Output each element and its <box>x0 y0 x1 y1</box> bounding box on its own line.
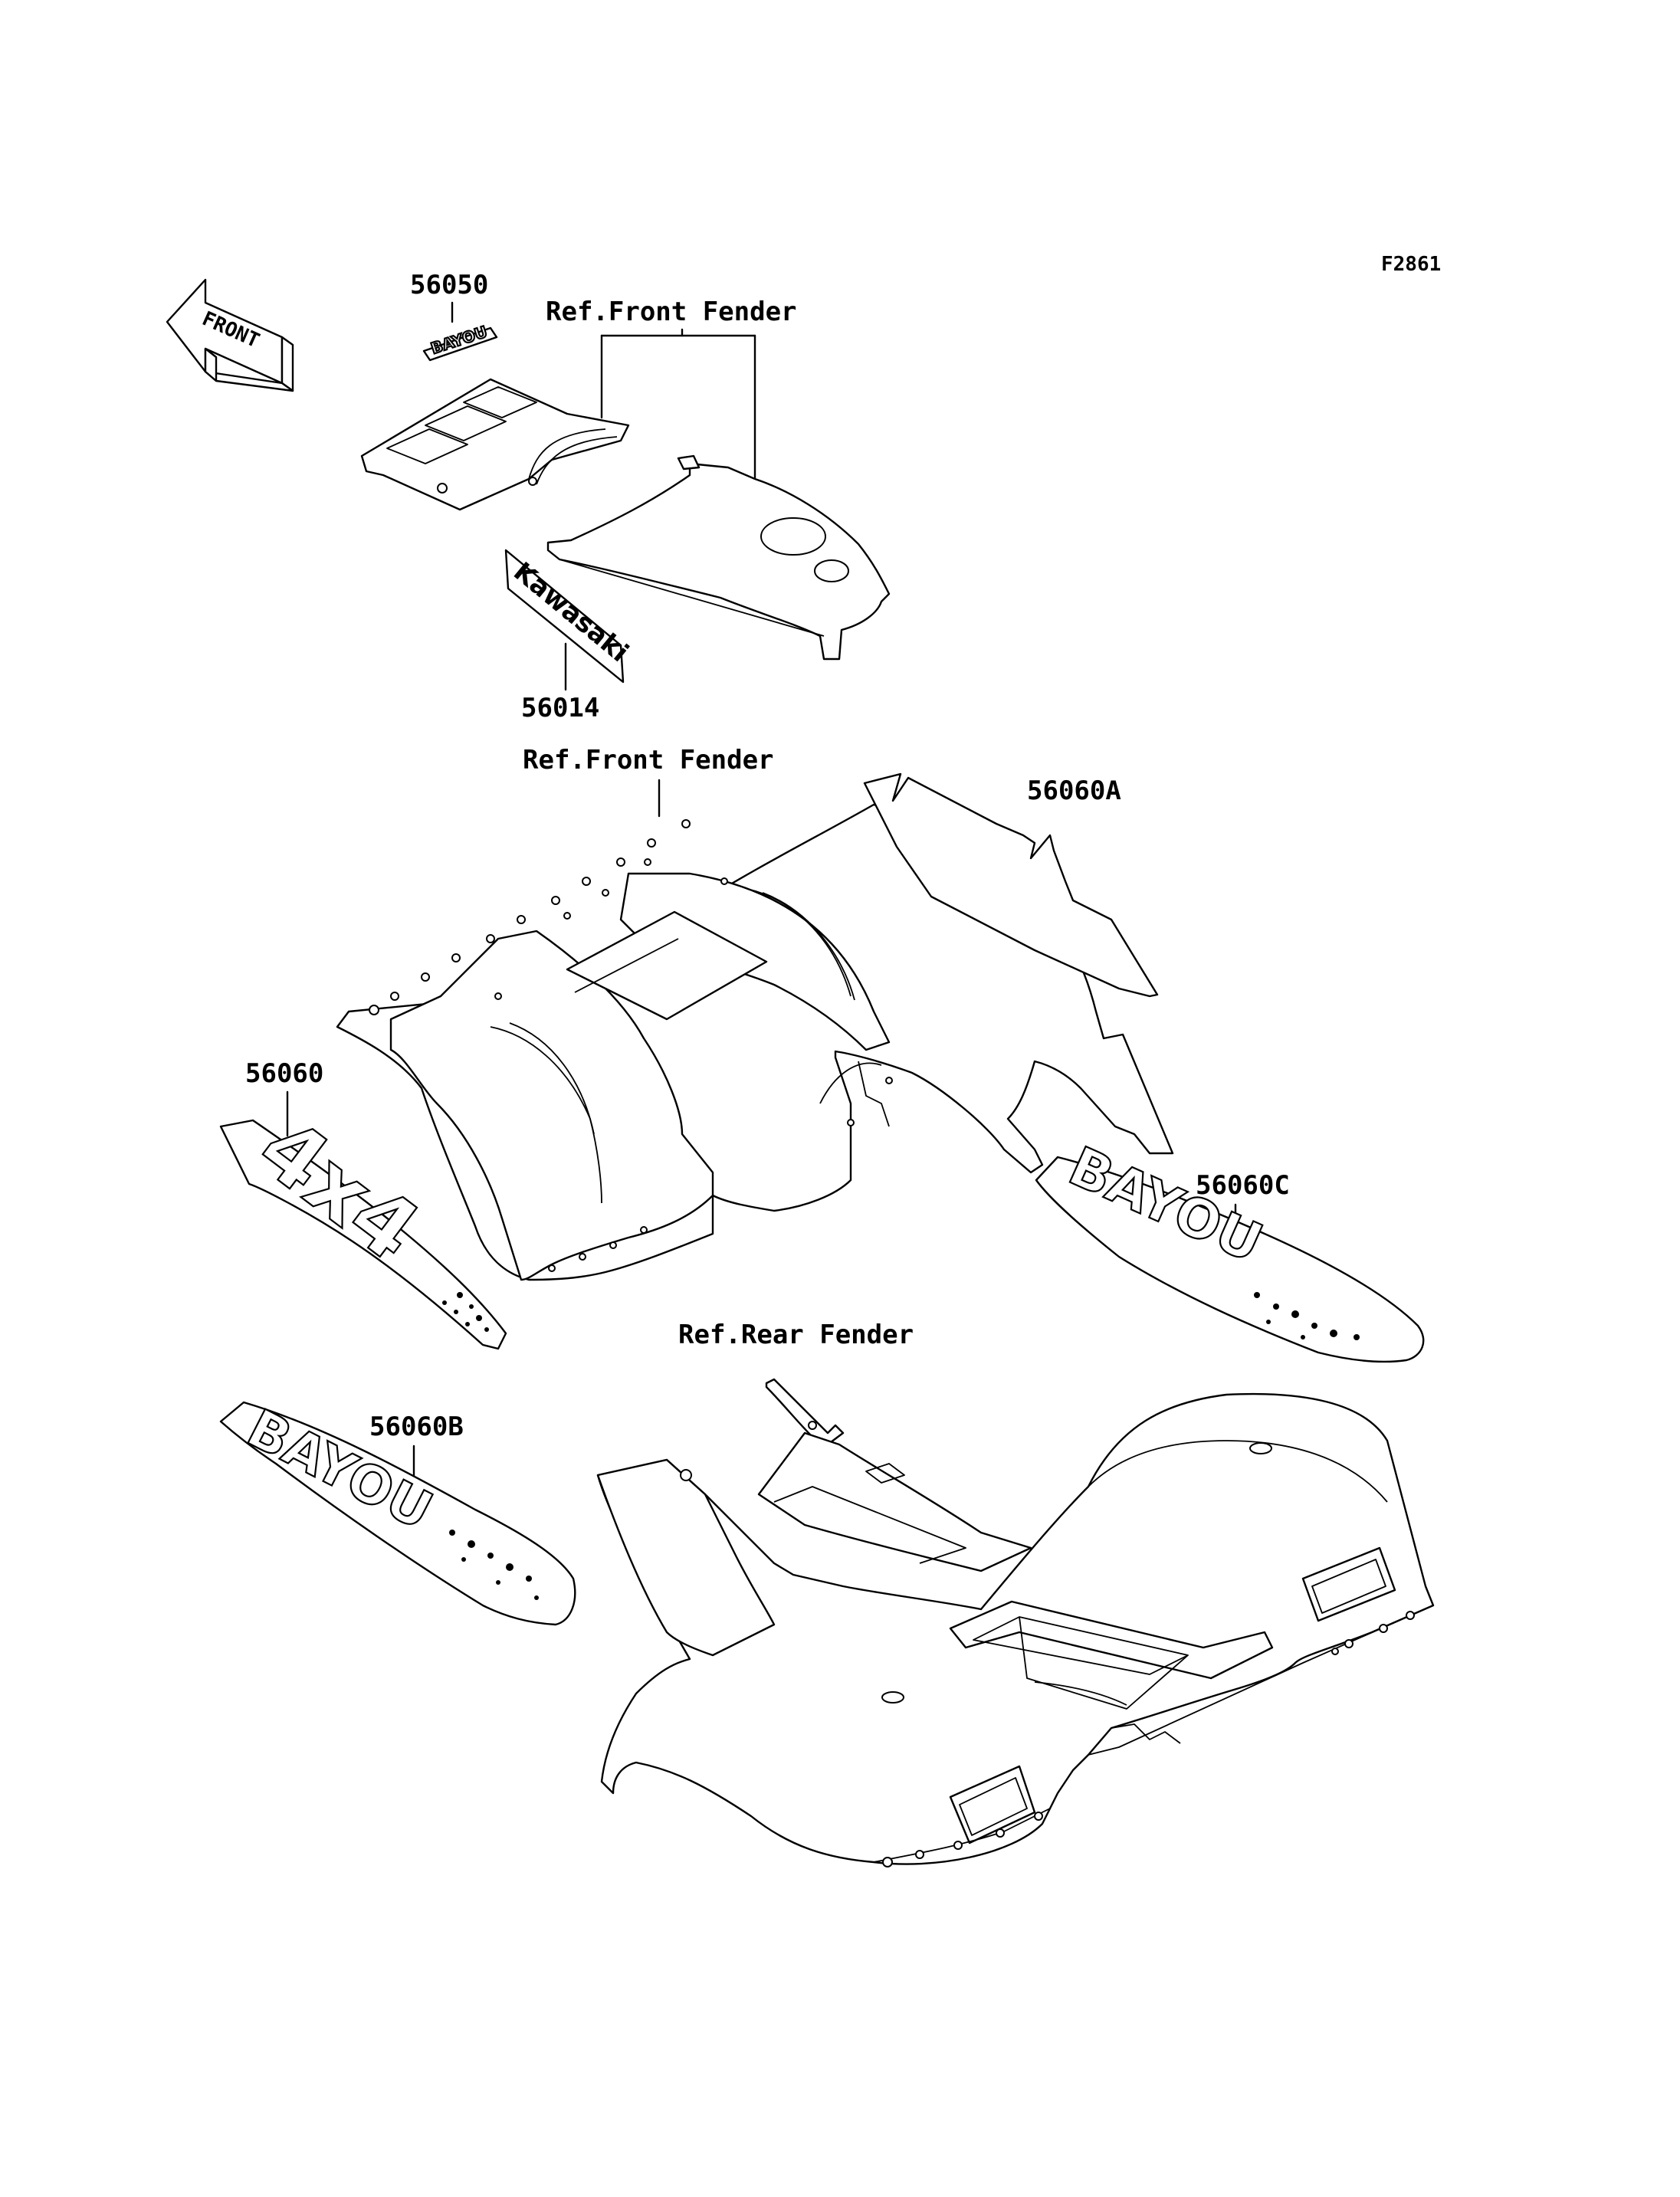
part-number-56050: 56050 <box>410 270 488 300</box>
decal-56050: BAYOU <box>422 321 498 362</box>
ref-front-fender-mid-label: Ref.Front Fender <box>523 745 774 776</box>
part-number-56060A: 56060A <box>1027 776 1121 806</box>
ref-rear-fender-label: Ref.Rear Fender <box>678 1320 914 1350</box>
decal-56060A <box>863 772 1159 998</box>
figure-code: F2861 <box>1381 253 1441 276</box>
decal-56014-text: Kawasaki <box>507 556 634 668</box>
part-number-56014: 56014 <box>521 693 599 723</box>
decal-56060C-bayou: BAYOU <box>1035 1134 1425 1363</box>
part-number-56060B: 56060B <box>369 1412 464 1442</box>
decal-56050-text: BAYOU <box>428 322 490 357</box>
rear-fender-body <box>596 1378 1435 1867</box>
part-number-56060C: 56060C <box>1196 1170 1290 1201</box>
ref-front-fender-top-label: Ref.Front Fender <box>546 297 797 327</box>
ref-front-fender-top-leader <box>600 328 756 480</box>
front-fender-body <box>336 803 1174 1281</box>
front-fender-cowl <box>546 454 891 661</box>
part-number-56060: 56060 <box>245 1058 323 1089</box>
front-direction-arrow: FRONT <box>166 278 294 392</box>
front-fender-center-panel <box>360 378 630 511</box>
